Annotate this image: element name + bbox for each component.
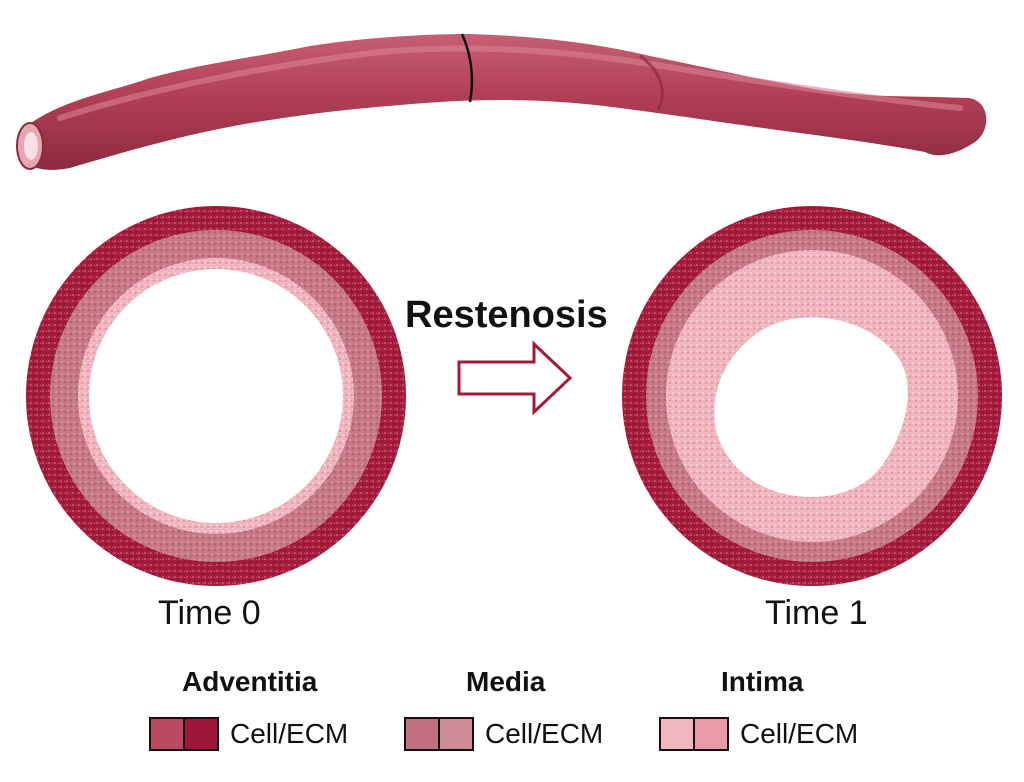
restenosis-label: Restenosis xyxy=(405,294,608,336)
legend-media-heading: Media xyxy=(466,666,546,697)
vessel-section-line xyxy=(460,33,474,103)
legend-media-item: Cell/ECM xyxy=(485,718,604,749)
cross-section-time-1 xyxy=(622,206,1002,586)
lumen-1 xyxy=(714,317,908,497)
time-1-label: Time 1 xyxy=(765,594,868,632)
time-0-label: Time 0 xyxy=(158,594,261,632)
legend-adventitia-item: Cell/ECM xyxy=(230,718,349,749)
vessel-bulge xyxy=(639,54,664,111)
vessel-3d xyxy=(16,33,987,170)
vessel-highlight xyxy=(57,45,963,121)
legend-intima-heading: Intima xyxy=(721,666,804,697)
legend-adventitia-swatch xyxy=(149,717,219,751)
cross-section-time-0 xyxy=(26,206,406,586)
lumen-0 xyxy=(89,269,343,523)
vessel-opening-lumen xyxy=(24,132,38,160)
legend-adventitia-heading: Adventitia xyxy=(182,666,318,697)
vessel-body xyxy=(22,34,987,170)
legend-media-swatch xyxy=(404,717,474,751)
legend-intima-swatch xyxy=(659,717,729,751)
legend-intima-item: Cell/ECM xyxy=(740,718,859,749)
restenosis-arrow xyxy=(457,340,573,416)
